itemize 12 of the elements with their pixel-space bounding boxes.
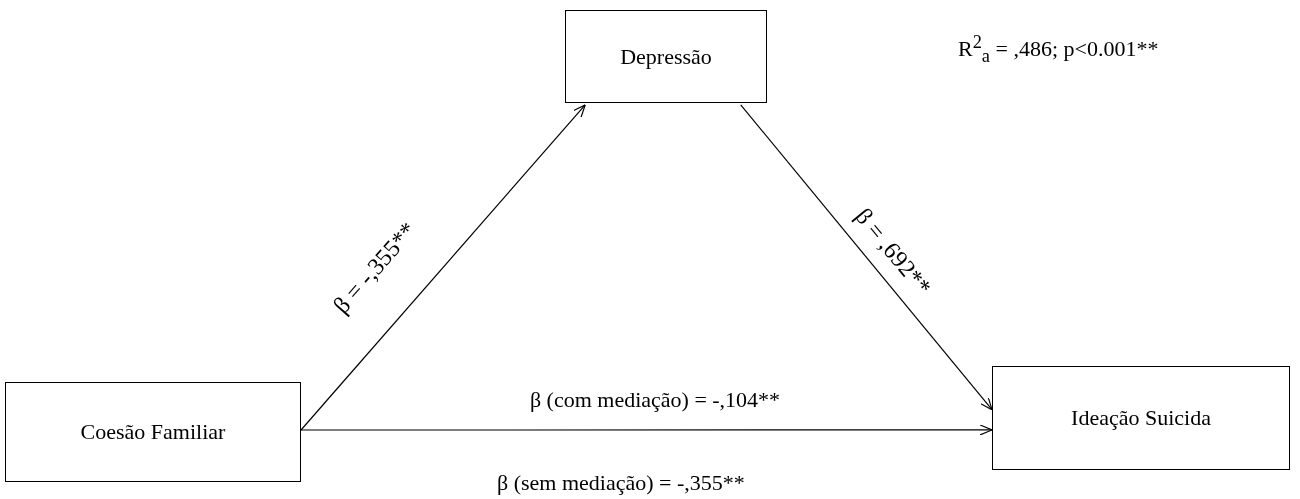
- arrow: [300, 104, 586, 431]
- edge-label: β (com mediação) = -,104**: [529, 387, 781, 413]
- arrow: [300, 424, 993, 436]
- edge-note: β (sem mediação) = -,355**: [497, 470, 745, 496]
- variable-name: Depressão: [620, 43, 712, 70]
- variable-name: Coesão Familiar: [80, 419, 226, 445]
- variable-box: [565, 10, 767, 103]
- arrow: [740, 104, 993, 411]
- variable-name: Ideação Suicida: [1071, 405, 1211, 431]
- fit-statistic: R$^{2}$$_{a}$ = ,486; p<0.001**: [958, 32, 1159, 67]
- variable-box: [992, 366, 1290, 470]
- variable-box: [5, 382, 301, 482]
